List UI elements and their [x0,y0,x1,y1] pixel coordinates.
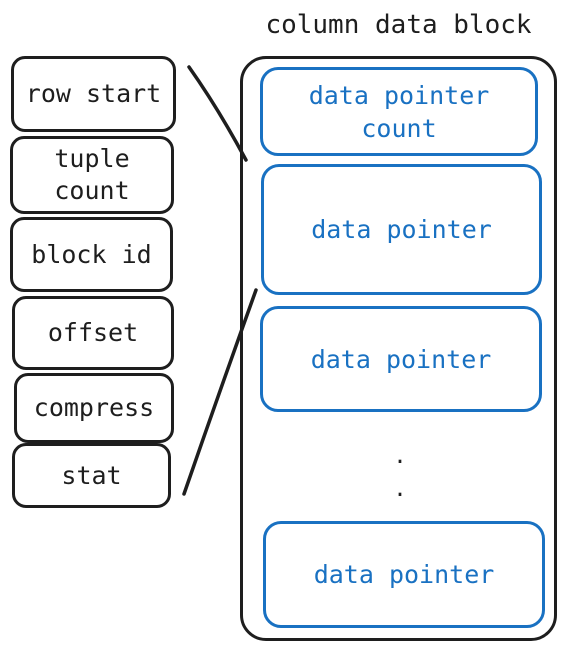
field-compress: compress [14,373,174,443]
connector-top-line [187,65,248,162]
field-block-id: block id [10,217,173,292]
pointer-label: data pointer [313,560,495,589]
pointer-label: data pointer [311,215,492,244]
pointer-box: data pointer [260,306,542,412]
pointer-label: data pointer [310,344,492,374]
pointer-label: data pointer count [308,80,490,143]
pointer-box: data pointer [261,164,542,295]
field-tuple-count: tuple count [10,136,174,214]
field-label: stat [61,460,122,490]
ellipsis: . . [393,444,407,502]
field-label: offset [47,318,139,347]
field-label: tuple count [54,144,130,205]
pointer-box-count: data pointer count [260,67,538,156]
column-data-block-title: column data block [265,10,532,40]
field-label: row start [25,79,162,108]
field-row-start: row start [11,56,176,132]
field-offset: offset [12,296,174,370]
field-label: compress [33,393,155,422]
pointer-box: data pointer [263,521,545,628]
column-data-block [240,56,557,641]
field-stat: stat [12,443,171,508]
field-label: block id [31,239,152,269]
